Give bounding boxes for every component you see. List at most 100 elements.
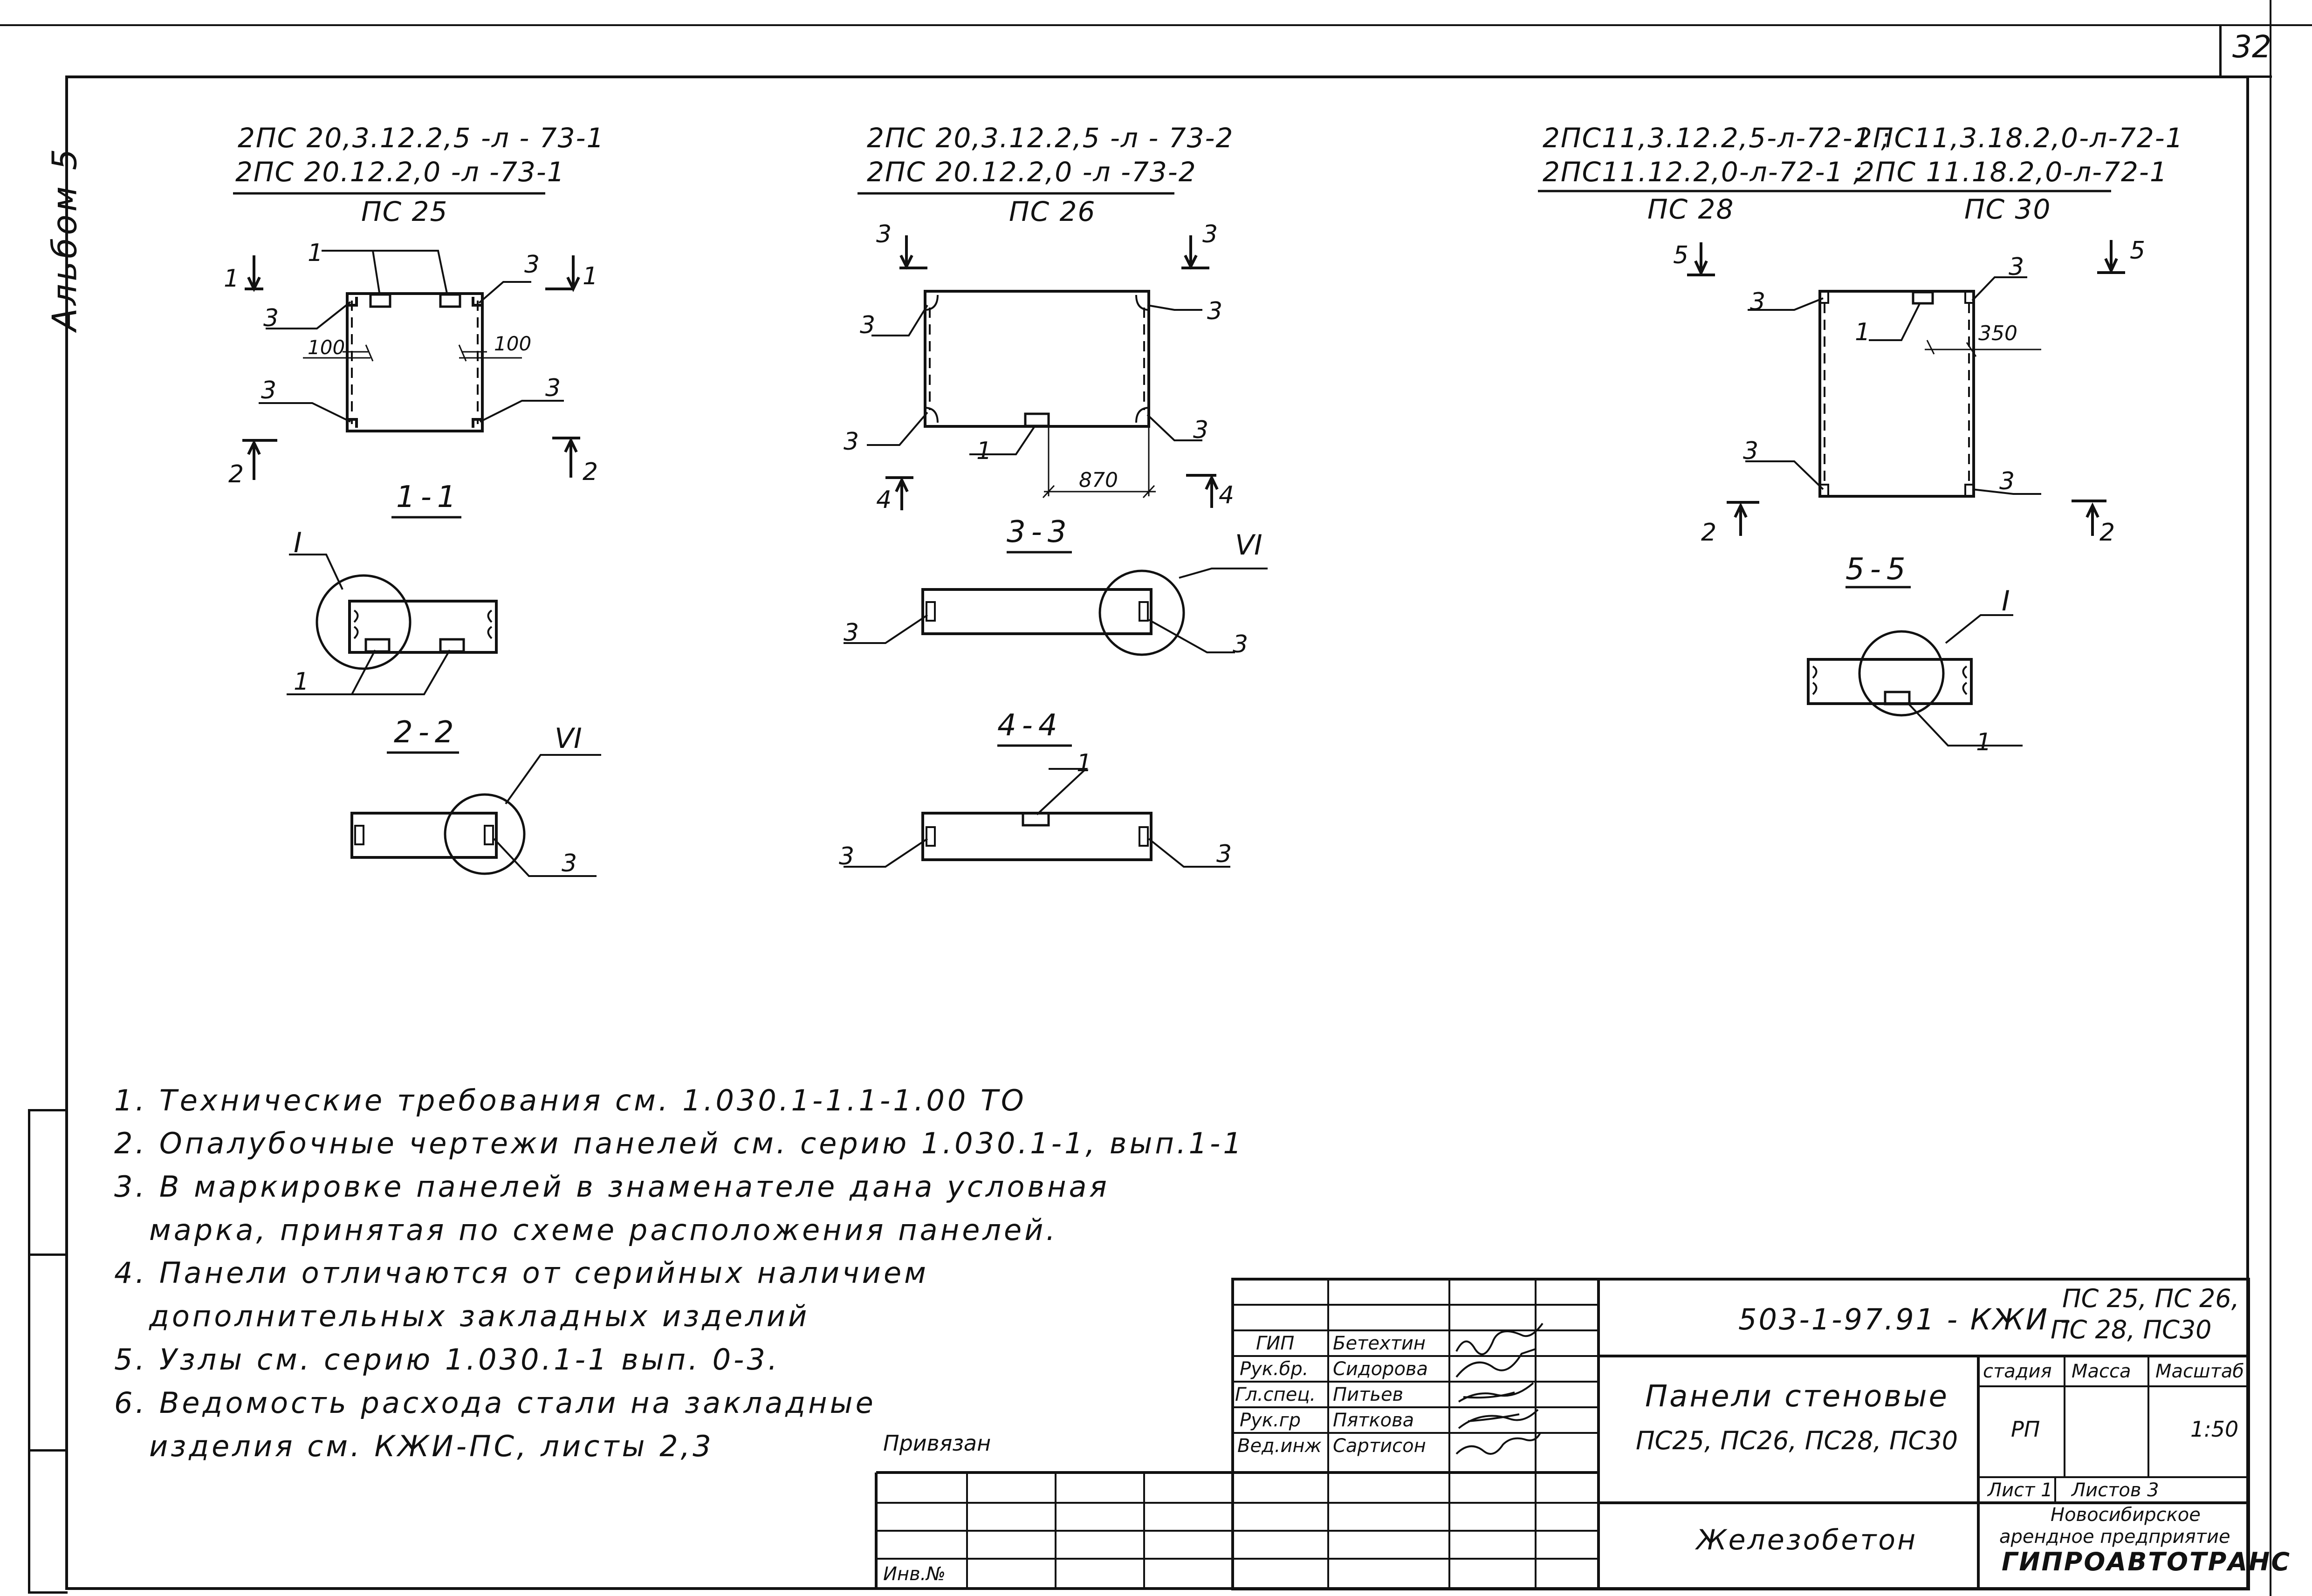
pc26-section-4-title: 4-4 — [997, 708, 1063, 743]
pc25-section1-label-1: 1 — [294, 668, 309, 696]
drawing-labels: 1 1 1 3 3 3 3 2 2 100 100 1 3 I VI 3 3 3… — [224, 220, 2145, 877]
frame-bottom — [65, 1587, 2249, 1590]
stamp-grid — [875, 1278, 2250, 1590]
pc25-section-mark-1-left: 1 — [224, 265, 239, 293]
stamp-title-line1: Панели стеновые — [1645, 1379, 1949, 1414]
pc25-section-mark-2-left: 2 — [228, 460, 244, 488]
sheet-number-box — [2219, 24, 2272, 78]
pc26-node-VI: VI — [1235, 529, 1262, 562]
frame-top — [65, 75, 2246, 78]
stamp-role-2: Гл.спец. — [1235, 1384, 1316, 1405]
pc25-section-2-2 — [350, 754, 601, 877]
pc26-section4-label-1: 1 — [1077, 749, 1092, 777]
pc28-section-mark-2-right: 2 — [2099, 519, 2115, 547]
stamp-doc-suffix-1: ПС 25, ПС 26, — [2062, 1284, 2239, 1313]
stamp-org-line2: арендное предприятие — [1999, 1526, 2230, 1548]
pc30-conventional-mark: ПС 30 — [1964, 193, 2051, 225]
pc25-conventional-mark: ПС 25 — [361, 196, 448, 227]
stamp-role-4: Вед.инж — [1237, 1435, 1322, 1457]
pc28-node-I: I — [2002, 585, 2010, 617]
stamp-org-line1: Новосибирское — [2051, 1504, 2201, 1526]
pc25-dim-left: 100 — [308, 336, 345, 359]
note-1: 1. Технические требования см. 1.030.1-1.… — [114, 1083, 1027, 1117]
pc25-label-1: 1 — [308, 239, 323, 267]
pc26-section4-label-3b: 3 — [1216, 840, 1232, 868]
pc26-section-mark-4-right: 4 — [1219, 481, 1234, 509]
pc26-label-3b: 3 — [1207, 297, 1222, 325]
note-6-cont: изделия см. КЖИ-ПС, листы 2,3 — [149, 1429, 714, 1463]
note-4-cont: дополнительных закладных изделий — [149, 1299, 810, 1333]
pc26-mark-line1: 2ПС 20,3.12.2,5 -л - 73-2 — [867, 122, 1234, 154]
top-trim-line — [0, 24, 2312, 26]
pc25-node-VI: VI — [555, 722, 582, 755]
note-2: 2. Опалубочные чертежи панелей см. серию… — [114, 1126, 1244, 1160]
pc30-mark-b-line2: 2ПС 11.18.2,0-л-72-1 — [1857, 156, 2168, 188]
pc28-label-1: 1 — [1855, 318, 1870, 346]
pc26-label-3a: 3 — [860, 311, 875, 339]
signatures — [1455, 1322, 1544, 1455]
pc28-label-3a: 3 — [1750, 288, 1765, 316]
pc26-section-3-title: 3-3 — [1007, 515, 1072, 549]
pc25-section-1-1 — [287, 554, 498, 695]
note-5: 5. Узлы см. серию 1.030.1-1 вып. 0-3. — [114, 1343, 780, 1377]
pc25-label-3d: 3 — [545, 374, 561, 402]
pc30-mark-b-line1: 2ПС11,3.18.2,0-л-72-1 — [1855, 122, 2184, 154]
pc25-section-2-title: 2-2 — [394, 715, 460, 750]
pc28-label-3c: 3 — [1743, 437, 1758, 465]
note-3-cont: марка, принятая по схеме расположения па… — [149, 1213, 1058, 1247]
pc26-label-3c: 3 — [844, 428, 859, 456]
pc25-label-3c: 3 — [261, 377, 276, 404]
pc26-label-1: 1 — [976, 437, 992, 465]
pc26-section3-label-3b: 3 — [1233, 630, 1248, 658]
pc28-section-mark-5-left: 5 — [1673, 241, 1688, 269]
pc28-mark-a-line2: 2ПС11.12.2,0-л-72-1 ; — [1543, 156, 1864, 188]
frame-left — [65, 75, 68, 1590]
stamp-role-1: Рук.бр. — [1240, 1358, 1309, 1380]
pc28-dim-top: 350 — [1978, 322, 2017, 345]
stamp-name-3: Пяткова — [1333, 1410, 1414, 1431]
stamp-sheet-label: Лист 1 — [1988, 1480, 2053, 1501]
pc26-section-mark-3-left: 3 — [876, 220, 892, 248]
pc26-section-4-4 — [844, 768, 1230, 868]
stamp-name-2: Питьев — [1333, 1384, 1404, 1405]
pc25-mark-line1: 2ПС 20,3.12.2,5 -л - 73-1 — [238, 122, 605, 154]
pc25-node-I: I — [294, 527, 302, 559]
pc26-section4-label-3a: 3 — [839, 843, 854, 870]
stamp-org-line3: ГИПРОАВТОТРАНС — [2002, 1547, 2291, 1576]
stamp-sheets-label: Листов 3 — [2072, 1480, 2159, 1501]
note-3: 3. В маркировке панелей в знаменателе да… — [114, 1170, 1110, 1204]
stamp-name-1: Сидорова — [1333, 1358, 1428, 1380]
pc28-section5-label-1: 1 — [1976, 728, 1991, 756]
pc28-label-3b: 3 — [2009, 253, 2024, 281]
pc28-section-mark-5-right: 5 — [2130, 237, 2145, 265]
binding-strip — [28, 1109, 68, 1594]
pc26-section-mark-3-right: 3 — [1202, 220, 1218, 248]
pc26-mark-line2: 2ПС 20.12.2,0 -л -73-2 — [867, 156, 1197, 188]
pc26-section-3-3 — [844, 568, 1268, 656]
stamp-material: Железобетон — [1696, 1524, 1918, 1556]
binding-strip-divider-1 — [28, 1254, 65, 1256]
pc26-section-mark-4-left: 4 — [876, 486, 892, 514]
stamp-mass-header: Масса — [2072, 1361, 2131, 1382]
pc25-label-3a: 3 — [524, 251, 540, 279]
pc25-section2-label-3: 3 — [562, 849, 577, 877]
stamp-scale-header: Масштаб — [2155, 1361, 2244, 1382]
note-6: 6. Ведомость расхода стали на закладные — [114, 1386, 876, 1420]
stamp-name-0: Бетехтин — [1333, 1333, 1426, 1354]
pc28-section-5-title: 5-5 — [1845, 552, 1911, 587]
pc25-section-mark-1-right: 1 — [583, 262, 598, 290]
pc28-label-3d: 3 — [1999, 467, 2015, 495]
note-4: 4. Панели отличаются от серийных наличие… — [114, 1256, 929, 1290]
stamp-stage-value: РП — [2011, 1417, 2040, 1442]
binding-strip-divider-2 — [28, 1449, 65, 1452]
pc26-conventional-mark: ПС 26 — [1009, 196, 1096, 227]
pc28-conventional-mark: ПС 28 — [1647, 193, 1735, 225]
frame-right-outer — [2270, 0, 2271, 1596]
pc28-30-plan — [1687, 240, 2125, 536]
pc25-mark-line2: 2ПС 20.12.2,0 -л -73-1 — [235, 156, 565, 188]
pc25-section-1-title: 1-1 — [396, 480, 462, 514]
stamp-title-line2: ПС25, ПС26, ПС28, ПС30 — [1636, 1426, 1958, 1455]
pc28-mark-a-line1: 2ПС11,3.12.2,5-л-72-1 ; — [1543, 122, 1891, 154]
pc25-plan — [242, 250, 580, 480]
